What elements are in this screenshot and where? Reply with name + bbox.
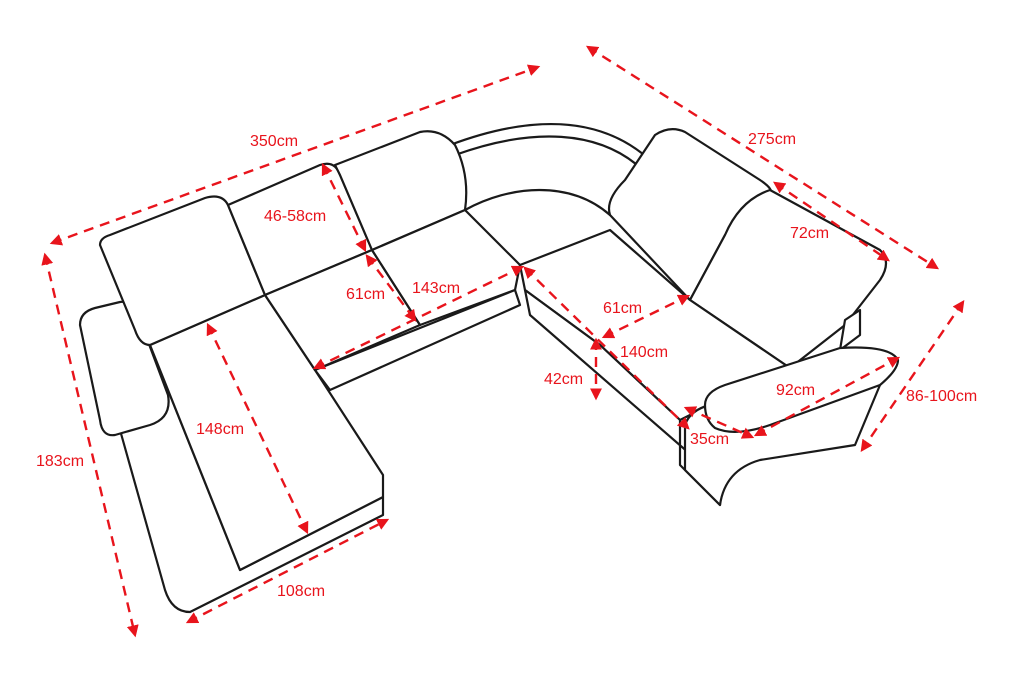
label-armrest-length: 92cm	[776, 382, 815, 399]
label-middle-width: 143cm	[412, 280, 460, 297]
dim-183-arrow	[41, 252, 139, 638]
dim-143-arrow	[312, 265, 525, 370]
dim-140-arrow	[523, 266, 690, 430]
label-total-width: 350cm	[250, 133, 298, 150]
label-right-depth: 275cm	[748, 131, 796, 148]
dim-350-arrow	[49, 64, 541, 246]
label-total-height: 86-100cm	[906, 388, 977, 405]
label-chaise-width: 108cm	[277, 583, 325, 600]
label-chaise-seat-length: 148cm	[196, 421, 244, 438]
dimension-arrows	[41, 45, 965, 638]
label-armrest-width: 35cm	[690, 431, 729, 448]
label-headrest-width: 72cm	[790, 225, 829, 242]
label-chaise-length: 183cm	[36, 453, 84, 470]
label-right-seat-width: 140cm	[620, 344, 668, 361]
dim-108-arrow	[185, 518, 390, 624]
label-seat-height: 42cm	[544, 371, 583, 388]
dim-72-arrow	[773, 181, 890, 262]
label-back-height: 46-58cm	[264, 208, 326, 225]
dimension-labels: 350cm 275cm 183cm 46-58cm 61cm 143cm 148…	[36, 131, 977, 600]
dim-92-arrow	[753, 356, 901, 437]
sofa-outline	[78, 123, 900, 614]
headrest-mechanism	[838, 308, 862, 352]
dim-35-arrow	[683, 406, 755, 439]
label-right-seat-depth: 61cm	[603, 300, 642, 317]
dim-148-arrow	[206, 322, 309, 535]
dim-86-100-arrow	[860, 300, 965, 452]
label-left-seat-depth: 61cm	[346, 286, 385, 303]
